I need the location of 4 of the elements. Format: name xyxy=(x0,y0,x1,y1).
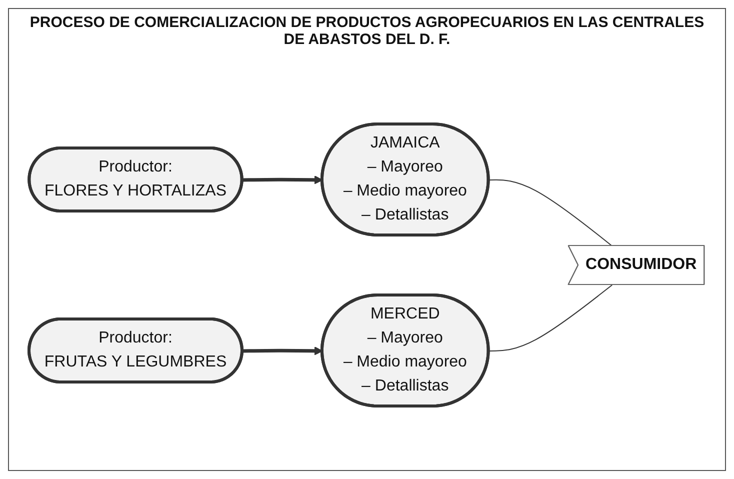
diagram-title: PROCESO DE COMERCIALIZACION DE PRODUCTOS AGROPECUARIOS EN LAS CENTRALES DE ABASTOS DEL D. F. xyxy=(28,14,706,48)
arrow xyxy=(242,346,324,355)
arrow xyxy=(242,175,324,184)
connector xyxy=(488,284,614,351)
